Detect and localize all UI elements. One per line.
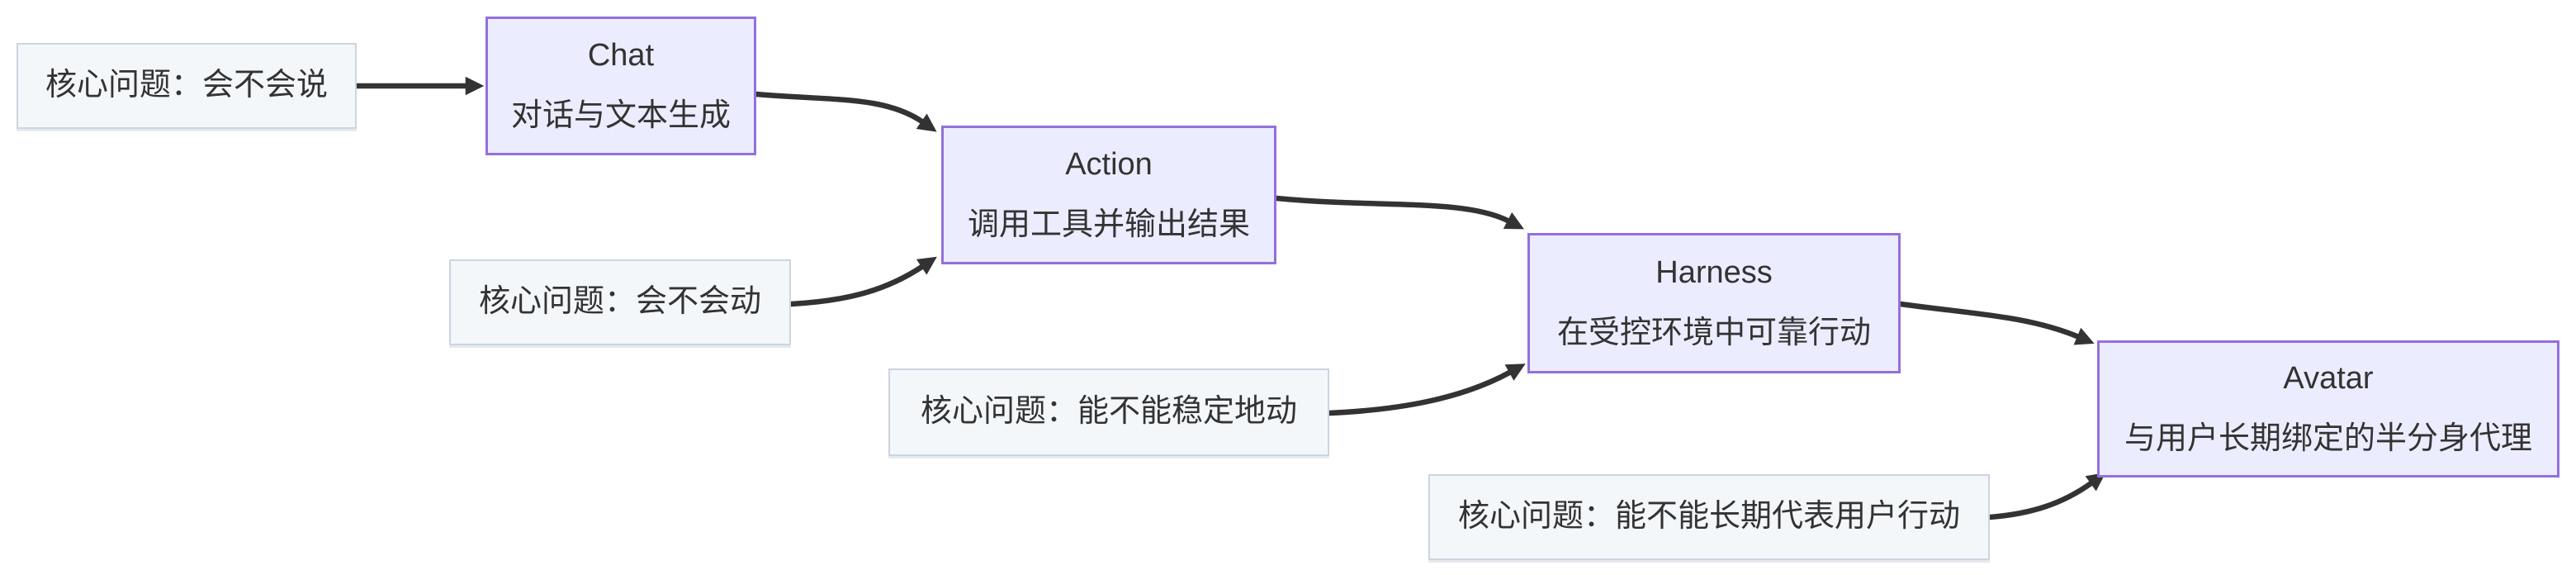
node-subtitle: 与用户长期绑定的半分身代理 — [2124, 421, 2532, 456]
edge-question4-to-avatar — [1986, 473, 2106, 520]
node-chat: Chat 对话与文本生成 — [485, 17, 756, 155]
edge-question2-to-action — [788, 256, 937, 307]
node-title: Chat — [587, 37, 655, 73]
node-question-2: 核心问题：会不会动 — [449, 259, 791, 345]
node-label: 核心问题：会不会动 — [478, 284, 761, 320]
node-title: Action — [1065, 146, 1153, 182]
node-label: 核心问题：能不能稳定地动 — [920, 394, 1297, 430]
node-label: 核心问题：能不能长期代表用户行动 — [1457, 499, 1960, 535]
node-question-3: 核心问题：能不能稳定地动 — [888, 368, 1329, 456]
node-question-4: 核心问题：能不能长期代表用户行动 — [1428, 474, 1990, 560]
node-title: Avatar — [2283, 360, 2374, 396]
node-action: Action 调用工具并输出结果 — [941, 126, 1276, 264]
edge-harness-to-avatar — [1897, 301, 2095, 345]
edge-chat-to-action — [753, 91, 937, 132]
node-avatar: Avatar 与用户长期绑定的半分身代理 — [2097, 340, 2559, 478]
node-title: Harness — [1655, 254, 1773, 290]
edge-question3-to-harness — [1326, 364, 1526, 416]
node-label: 核心问题：会不会说 — [45, 68, 328, 103]
node-subtitle: 对话与文本生成 — [510, 98, 731, 133]
node-question-1: 核心问题：会不会说 — [17, 43, 357, 129]
node-subtitle: 调用工具并输出结果 — [967, 207, 1250, 242]
node-harness: Harness 在受控环境中可靠行动 — [1527, 233, 1901, 373]
edge-action-to-harness — [1273, 195, 1524, 230]
node-subtitle: 在受控环境中可靠行动 — [1556, 316, 1871, 350]
